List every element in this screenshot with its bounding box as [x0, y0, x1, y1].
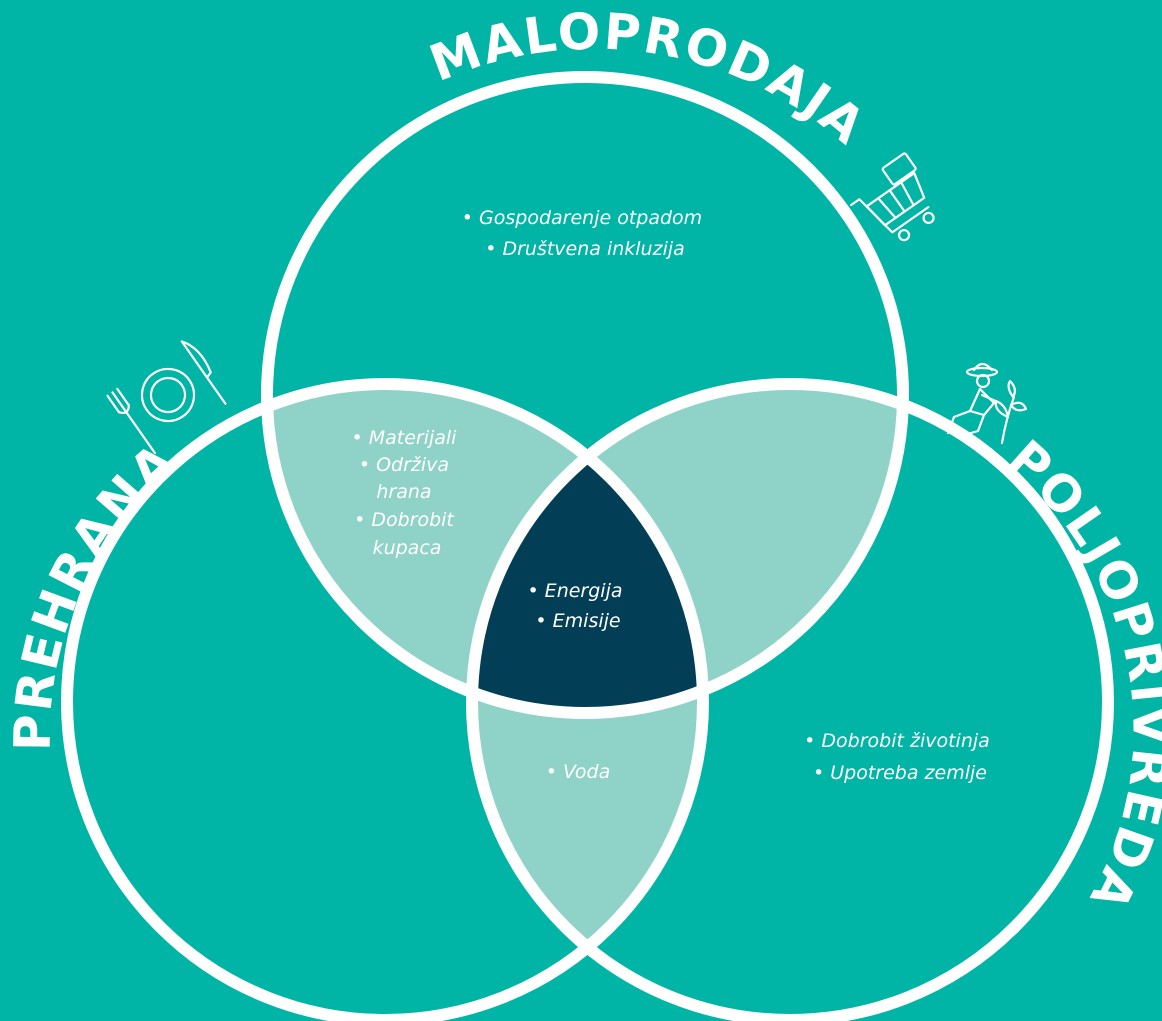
center-items: • Energija • Emisije [527, 580, 628, 632]
overlap-center [472, 384, 703, 713]
circle-retail-outline [261, 71, 909, 719]
retail-food-item: • Materijali [351, 427, 457, 449]
farmer-plant-icon [946, 362, 1028, 445]
retail-food-item: kupaca [373, 537, 442, 559]
retail-food-item: • Održiva [359, 454, 449, 476]
retail-food-item: hrana [376, 481, 431, 503]
retail-food-item: • Dobrobit [354, 509, 455, 531]
food-agriculture-item: • Voda [546, 761, 610, 783]
agriculture-items: • Dobrobit životinja • Upotreba zemlje [804, 730, 996, 784]
shopping-cart-icon [850, 152, 935, 242]
circle-food-outline [61, 378, 709, 1021]
retail-items: • Gospodarenje otpadom • Društvena inklu… [462, 207, 708, 260]
center-item: • Emisije [535, 610, 620, 632]
center-item: • Energija [527, 580, 622, 602]
retail-item: • Gospodarenje otpadom [462, 207, 702, 229]
agriculture-item: • Dobrobit životinja [804, 730, 990, 752]
agriculture-item: • Upotreba zemlje [813, 762, 987, 784]
retail-item: • Društvena inkluzija [485, 238, 685, 260]
retail-food-items: • Materijali • Održiva hrana • Dobrobit … [351, 427, 462, 559]
circle-agriculture-outline [466, 378, 1114, 1021]
plate-cutlery-icon [106, 340, 227, 455]
food-agriculture-items: • Voda [546, 761, 610, 783]
